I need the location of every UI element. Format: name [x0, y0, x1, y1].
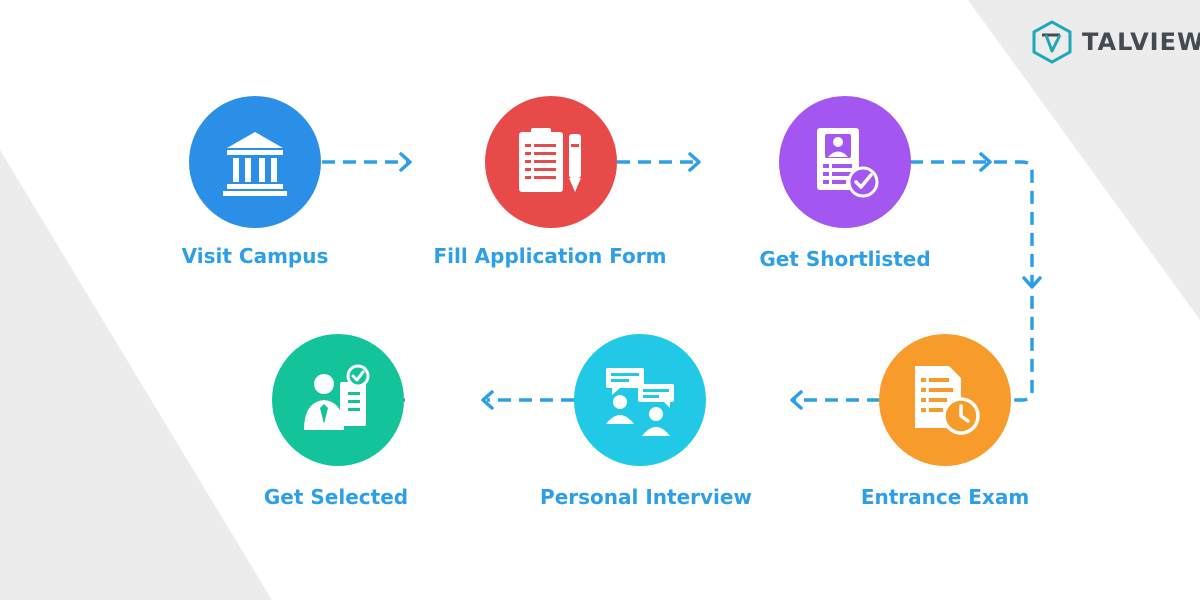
- shortlisted-profile-icon: [817, 128, 879, 198]
- exam-clock-icon: [915, 366, 980, 435]
- selected-candidate-icon: [304, 364, 370, 430]
- step-label-get-shortlisted: Get Shortlisted: [759, 247, 931, 271]
- talview-logo-icon: [1032, 20, 1072, 64]
- step-circle-fill-application-form: [485, 96, 617, 228]
- university-building-icon: [223, 132, 287, 196]
- step-circle-entrance-exam: [879, 334, 1011, 466]
- interview-chat-icon: [606, 368, 674, 436]
- talview-logo: TALVIEW: [1030, 20, 1200, 64]
- arrow-head-6: [481, 390, 494, 410]
- step-label-visit-campus: Visit Campus: [181, 244, 329, 268]
- talview-logo-text: TALVIEW: [1082, 28, 1200, 56]
- connector-3-4: [910, 160, 1034, 402]
- step-label-get-selected: Get Selected: [263, 485, 409, 509]
- application-form-icon: [519, 128, 581, 192]
- step-circle-visit-campus: [189, 96, 321, 228]
- step-label-fill-application-form: Fill Application Form: [433, 244, 667, 268]
- arrow-head-4: [1022, 276, 1042, 289]
- arrow-head-2: [688, 152, 701, 172]
- step-circle-get-shortlisted: [779, 96, 911, 228]
- step-circle-personal-interview: [574, 334, 706, 466]
- step-label-entrance-exam: Entrance Exam: [860, 485, 1030, 509]
- arrow-head-1: [399, 152, 412, 172]
- arrow-head-3: [979, 152, 992, 172]
- step-label-personal-interview: Personal Interview: [540, 485, 752, 509]
- step-circle-get-selected: [272, 334, 404, 466]
- arrow-head-5: [790, 390, 803, 410]
